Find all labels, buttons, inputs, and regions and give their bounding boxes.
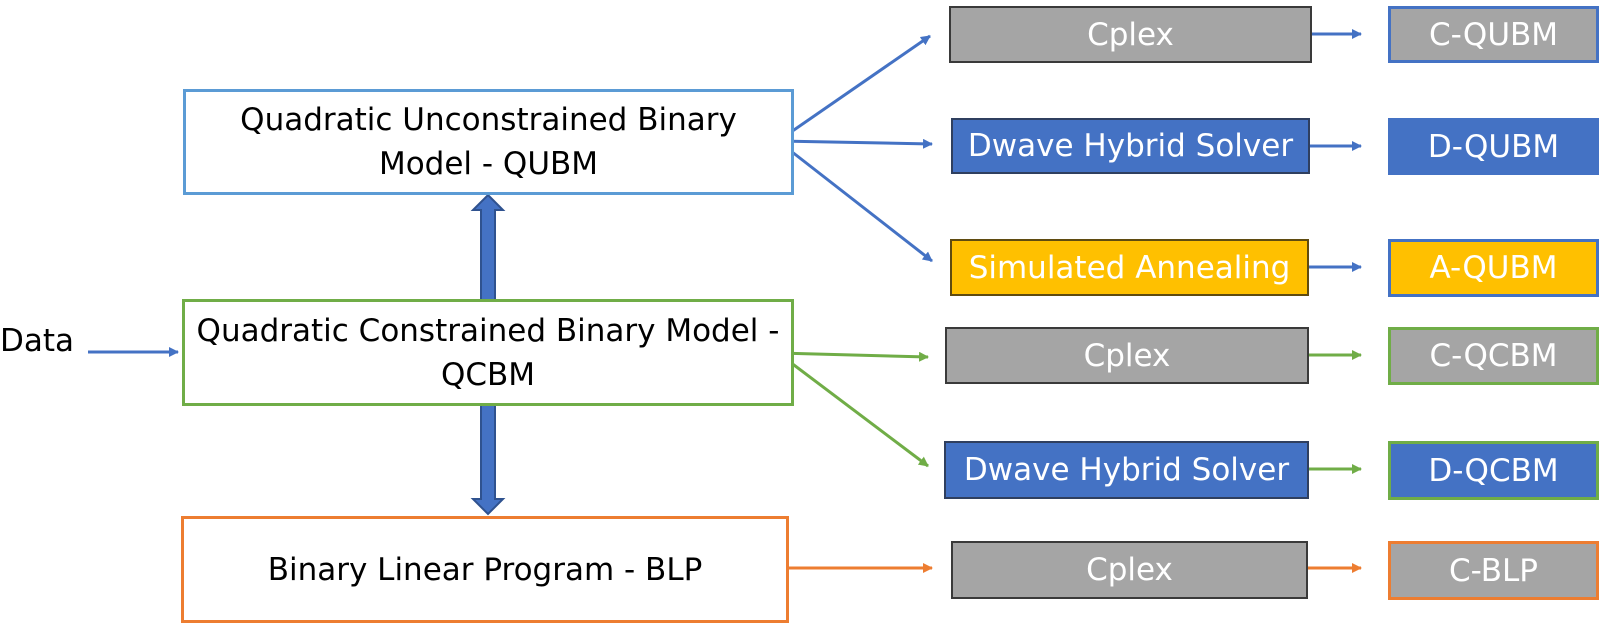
arrow-qcbm-to-cplex	[777, 351, 929, 362]
d-qubm-result: D-QUBM	[1388, 118, 1599, 175]
cplex-solver-blp-label: Cplex	[1086, 552, 1173, 588]
cplex-solver-qcbm: Cplex	[945, 327, 1309, 384]
double-arrow-qcbm-blp	[470, 404, 506, 516]
c-qubm-result-label: C-QUBM	[1428, 16, 1559, 53]
d-qcbm-result-label: D-QCBM	[1428, 452, 1559, 489]
cplex-solver-blp: Cplex	[951, 541, 1308, 599]
arrow-qubm-to-cplex	[777, 34, 931, 143]
qcbm-model-label: Quadratic Constrained Binary Model - QCB…	[196, 312, 780, 393]
annealing-solver-qubm: Simulated Annealing	[950, 239, 1309, 296]
cplex-solver-qubm: Cplex	[949, 6, 1312, 63]
blp-model-label: Binary Linear Program - BLP	[267, 551, 703, 588]
d-qcbm-result: D-QCBM	[1388, 441, 1599, 500]
arrow-qubm-to-annealing	[777, 139, 933, 263]
data-input-label: Data	[0, 323, 75, 359]
cplex-solver-qubm-label: Cplex	[1087, 16, 1174, 53]
double-arrow-qcbm-qubm	[470, 193, 506, 301]
dwave-solver-qubm: Dwave Hybrid Solver	[951, 118, 1310, 174]
qubm-model-box: Quadratic Unconstrained Binary Model - Q…	[183, 89, 794, 195]
qubm-model-label: Quadratic Unconstrained Binary Model - Q…	[240, 102, 737, 182]
c-qubm-result: C-QUBM	[1388, 6, 1599, 63]
arrow-qubm-to-dwave	[777, 138, 933, 149]
dwave-solver-qcbm: Dwave Hybrid Solver	[944, 441, 1309, 499]
c-blp-result: C-BLP	[1388, 541, 1599, 600]
c-blp-result-label: C-BLP	[1449, 552, 1538, 589]
a-qubm-result: A-QUBM	[1388, 239, 1599, 297]
dwave-solver-qubm-label: Dwave Hybrid Solver	[967, 128, 1294, 164]
a-qubm-result-label: A-QUBM	[1429, 250, 1558, 286]
dwave-solver-qcbm-label: Dwave Hybrid Solver	[963, 452, 1290, 488]
cplex-solver-qcbm-label: Cplex	[1083, 337, 1171, 374]
blp-model-box: Binary Linear Program - BLP	[181, 516, 789, 623]
d-qubm-result-label: D-QUBM	[1427, 128, 1560, 165]
annealing-solver-qubm-label: Simulated Annealing	[968, 249, 1291, 286]
c-qcbm-result-label: C-QCBM	[1429, 338, 1558, 374]
c-qcbm-result: C-QCBM	[1388, 327, 1599, 385]
qcbm-model-box: Quadratic Constrained Binary Model - QCB…	[182, 299, 794, 406]
arrow-qcbm-to-dwave	[777, 351, 929, 468]
